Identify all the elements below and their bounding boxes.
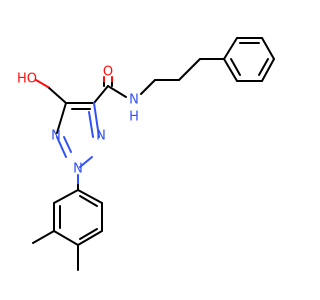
bond	[223, 58, 238, 82]
bond	[107, 85, 127, 98]
triazole-ring	[56, 102, 100, 168]
bond-double	[230, 58, 241, 76]
bond-methyl	[32, 230, 55, 244]
bond	[53, 189, 79, 204]
bond-double	[258, 58, 269, 76]
structure-diagram: HO O N H N N N	[17, 37, 275, 271]
hydroxymethyl-group	[35, 79, 67, 104]
bond	[47, 86, 67, 104]
hydroxyl-label: HO	[17, 72, 37, 87]
phenyl-ring	[223, 37, 275, 82]
bond	[140, 79, 156, 95]
bond-double	[88, 111, 94, 138]
triazole-n1-label: N	[51, 129, 61, 144]
bond	[53, 230, 79, 246]
amide-group	[93, 76, 127, 104]
triazole-n2-label: N	[73, 162, 83, 177]
propyl-chain	[140, 58, 225, 95]
bond	[56, 102, 67, 134]
bond	[56, 136, 67, 158]
bond	[77, 230, 103, 246]
bond	[261, 37, 275, 60]
amide-hydrogen-label: H	[129, 110, 139, 125]
bond	[93, 85, 109, 104]
bond-double	[63, 136, 72, 153]
triazole-n3-label: N	[96, 129, 106, 144]
bond	[261, 58, 275, 82]
bond	[178, 58, 201, 81]
bond	[223, 37, 238, 60]
dimethylphenyl-ring	[32, 174, 103, 271]
bond	[35, 79, 49, 88]
bond	[77, 189, 103, 204]
bond-double	[79, 195, 98, 207]
bond	[79, 156, 93, 168]
bond-double	[79, 228, 98, 240]
molecule-drawing: HO O N H N N N	[17, 37, 275, 271]
carbonyl-oxygen-label: O	[103, 65, 113, 80]
amide-nitrogen-label: N	[129, 93, 139, 108]
bond	[93, 102, 100, 138]
